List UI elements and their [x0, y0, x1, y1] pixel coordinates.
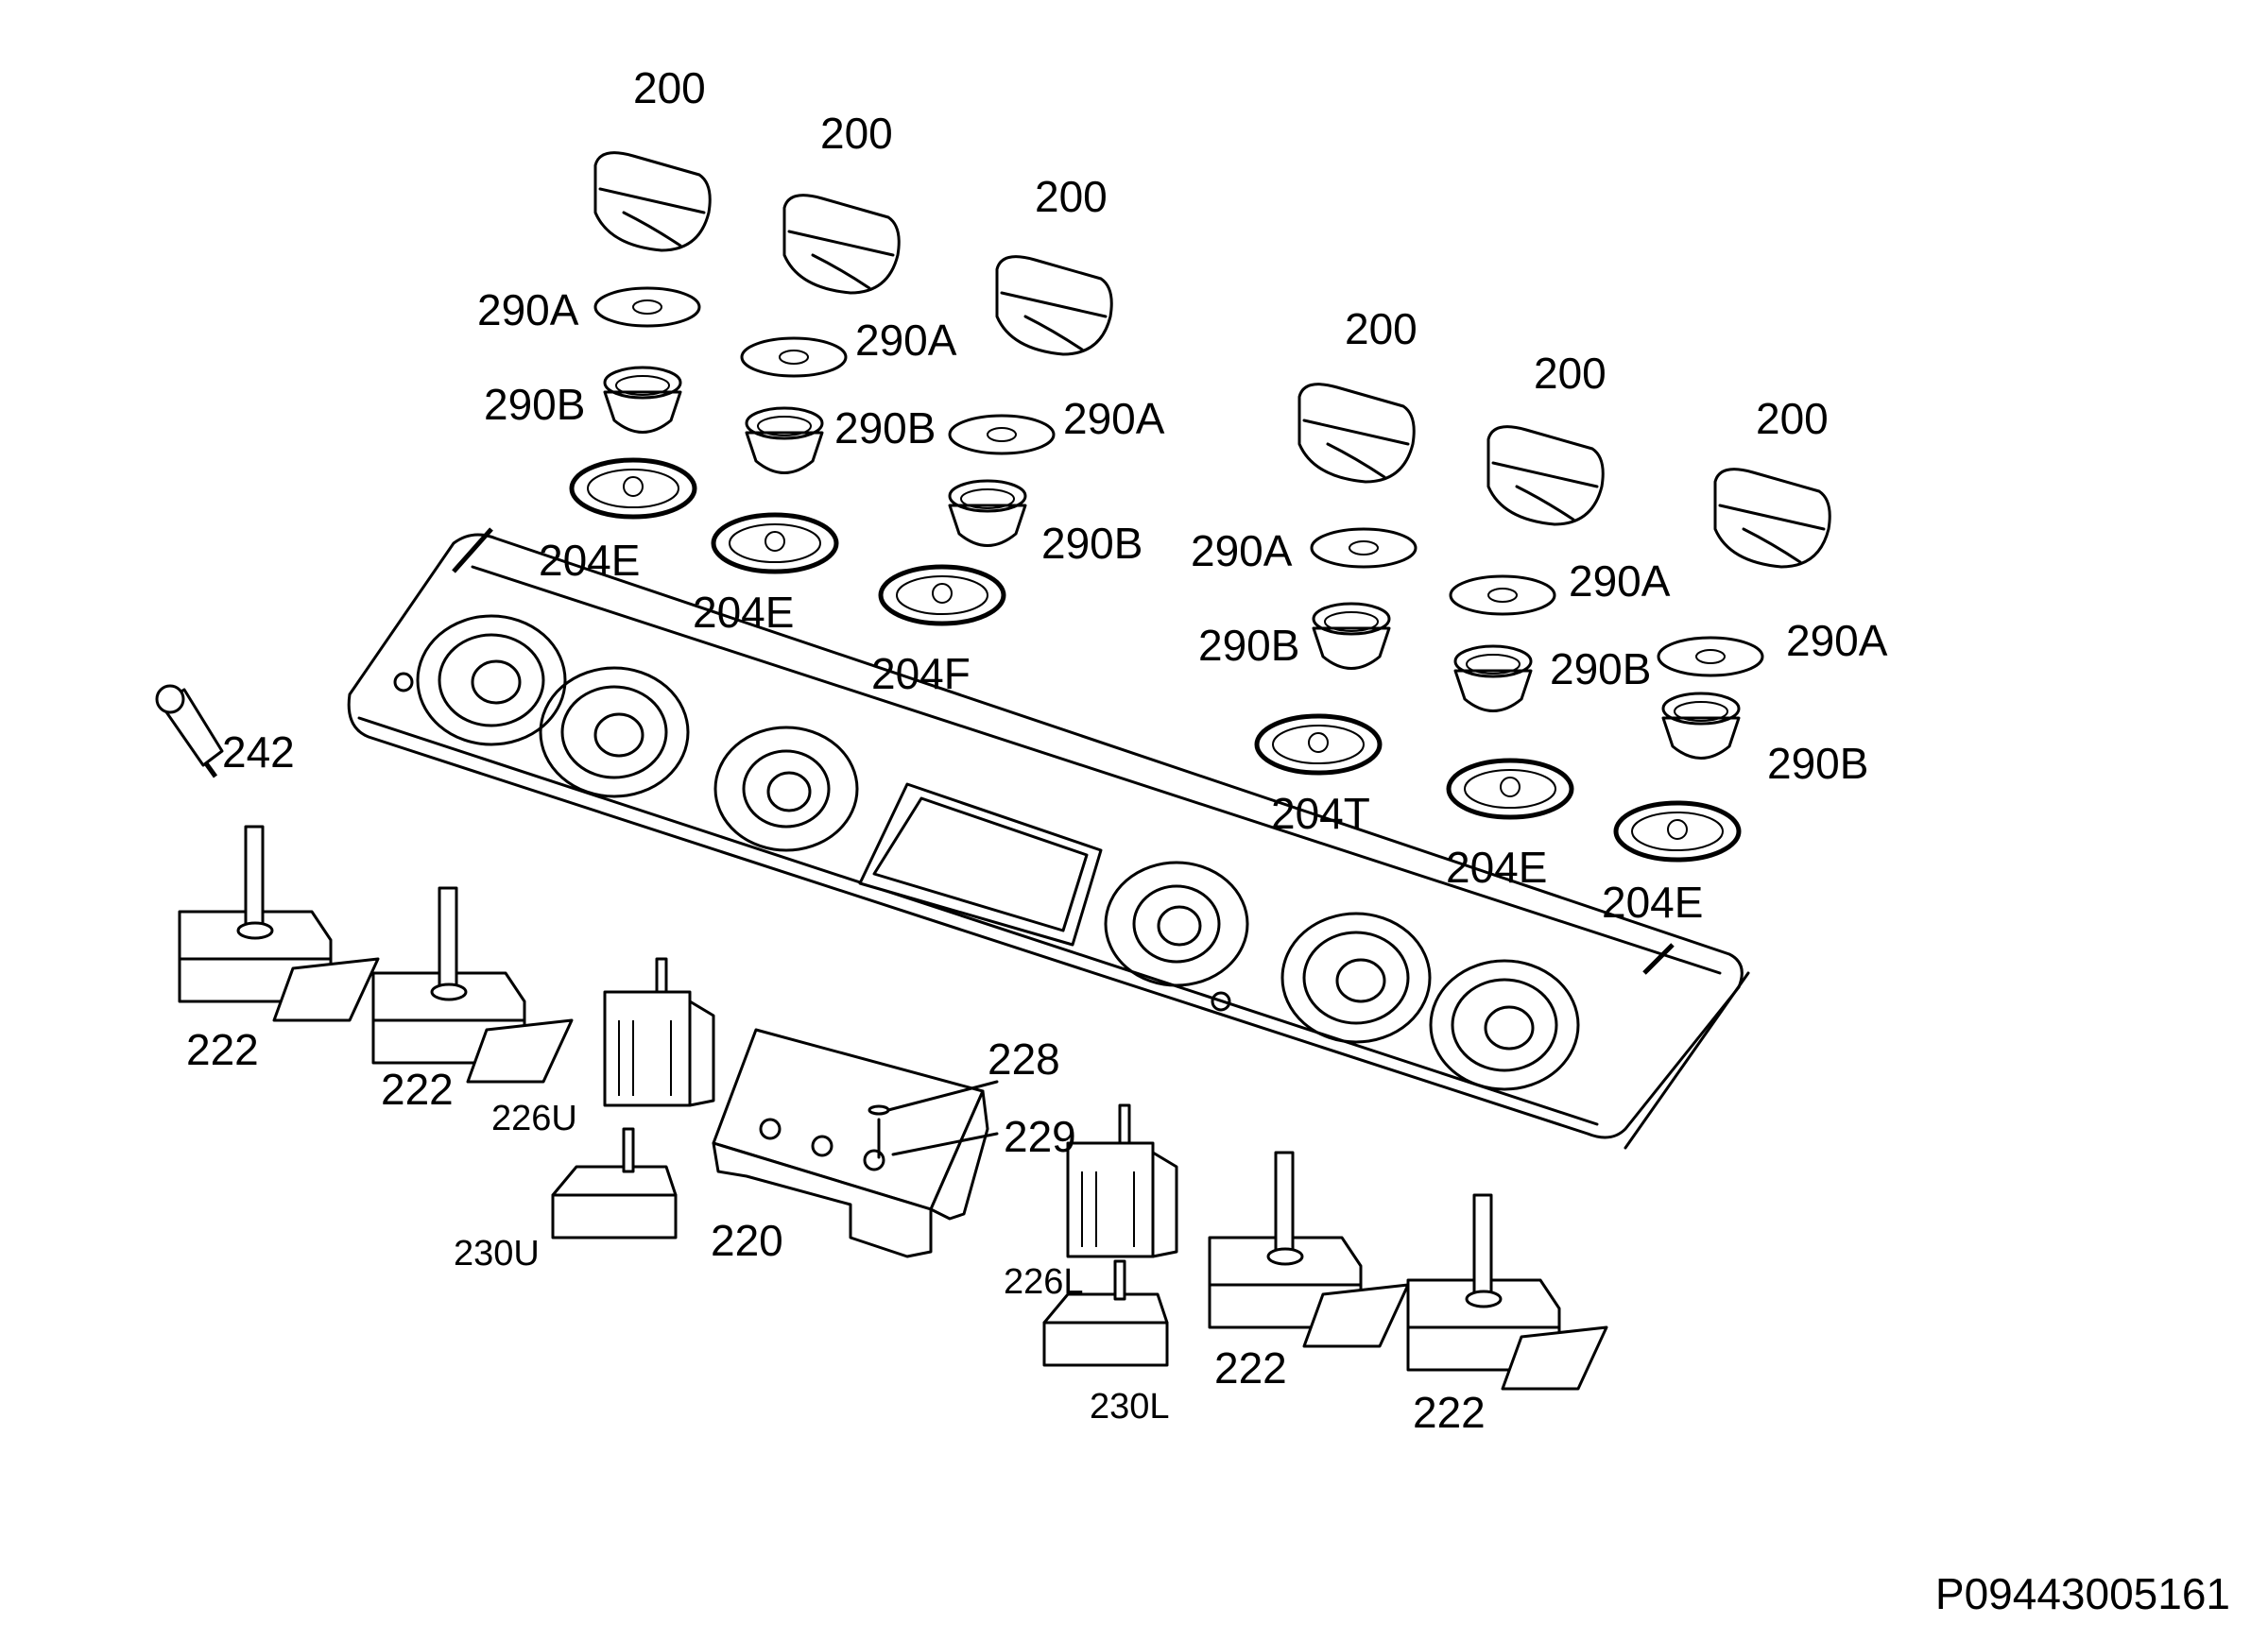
- gasket-2: [740, 336, 848, 378]
- gasket-6: [1657, 636, 1764, 677]
- selector-226U: [603, 957, 715, 1107]
- callout-knob-4: 200: [1345, 304, 1418, 353]
- callout-228: 228: [988, 1034, 1060, 1084]
- callout-bushing-6: 290B: [1767, 739, 1869, 788]
- selector-226L: [1066, 1103, 1178, 1258]
- knob-4: [1297, 383, 1416, 484]
- ring-6: [1613, 800, 1742, 863]
- gasket-1: [593, 286, 701, 328]
- callout-switch-1: 222: [186, 1025, 259, 1074]
- programmer-220: [712, 1028, 989, 1258]
- ring-4: [1254, 713, 1383, 776]
- callout-knob-6: 200: [1756, 394, 1829, 443]
- panel-recess-4: [1104, 861, 1249, 987]
- callout-ring-6: 204E: [1602, 878, 1704, 927]
- switch-222-4: [1406, 1193, 1608, 1391]
- callout-gasket-3: 290A: [1063, 394, 1165, 443]
- callout-switch-4: 222: [1413, 1388, 1486, 1437]
- document-id: P09443005161: [1934, 1569, 2230, 1618]
- callout-switch-3: 222: [1214, 1343, 1287, 1393]
- callout-knob-1: 200: [633, 63, 706, 112]
- knob-5: [1486, 425, 1605, 526]
- callout-226U: 226U: [491, 1099, 577, 1138]
- callout-ring-2: 204E: [693, 588, 795, 637]
- gasket-5: [1449, 574, 1556, 616]
- thermostat-230U: [551, 1127, 678, 1239]
- callout-switch-2: 222: [381, 1065, 454, 1114]
- callout-220: 220: [711, 1216, 783, 1265]
- callout-ring-5: 204E: [1446, 843, 1548, 892]
- callout-gasket-1: 290A: [477, 285, 579, 334]
- leader-lines: [886, 1080, 999, 1156]
- switch-222-2: [371, 886, 574, 1084]
- callout-ring-1: 204E: [539, 536, 641, 585]
- thermostat-230L: [1042, 1259, 1169, 1367]
- callout-gasket-2: 290A: [855, 316, 957, 365]
- panel-recess-1: [416, 614, 567, 746]
- callout-bushing-3: 290B: [1041, 519, 1143, 568]
- bushing-1: [603, 366, 682, 434]
- callout-bushing-1: 290B: [484, 380, 586, 429]
- callout-ring-3: 204F: [871, 649, 971, 698]
- bushing-6: [1661, 692, 1741, 760]
- knob-6: [1713, 468, 1831, 569]
- ring-3: [878, 564, 1006, 626]
- panel-recess-6: [1429, 959, 1580, 1091]
- control-panel: [347, 527, 1750, 1150]
- callout-bushing-5: 290B: [1550, 644, 1652, 693]
- callout-ring-4: 204T: [1271, 789, 1370, 838]
- probe-242: [155, 684, 224, 778]
- knob-1: [593, 151, 712, 252]
- gasket-4: [1310, 527, 1418, 569]
- panel-recess-2: [539, 666, 690, 798]
- callout-230U: 230U: [454, 1234, 540, 1273]
- switch-222-1: [178, 825, 380, 1022]
- callout-knob-3: 200: [1035, 172, 1108, 221]
- callout-knob-2: 200: [820, 109, 893, 158]
- ring-5: [1446, 758, 1574, 820]
- callout-229: 229: [1004, 1112, 1076, 1161]
- gasket-3: [948, 414, 1056, 455]
- panel-recess-5: [1280, 912, 1432, 1044]
- bushing-2: [745, 406, 824, 474]
- callout-gasket-4: 290A: [1191, 526, 1293, 575]
- bushing-5: [1453, 644, 1533, 712]
- callout-gasket-5: 290A: [1569, 556, 1671, 606]
- knob-3: [995, 255, 1113, 356]
- callout-230L: 230L: [1090, 1387, 1170, 1427]
- bushing-3: [948, 479, 1027, 547]
- knob-2: [782, 194, 901, 295]
- callout-bushing-4: 290B: [1198, 621, 1300, 670]
- callout-bushing-2: 290B: [834, 403, 936, 453]
- bushing-4: [1312, 602, 1391, 670]
- callout-knob-5: 200: [1534, 349, 1606, 398]
- panel-recess-3: [713, 726, 859, 852]
- callout-gasket-6: 290A: [1786, 616, 1888, 665]
- switch-222-3: [1208, 1151, 1410, 1348]
- ring-2: [711, 512, 839, 574]
- callout-probe-242: 242: [222, 727, 295, 777]
- callout-226L: 226L: [1004, 1262, 1084, 1302]
- ring-1: [569, 457, 697, 520]
